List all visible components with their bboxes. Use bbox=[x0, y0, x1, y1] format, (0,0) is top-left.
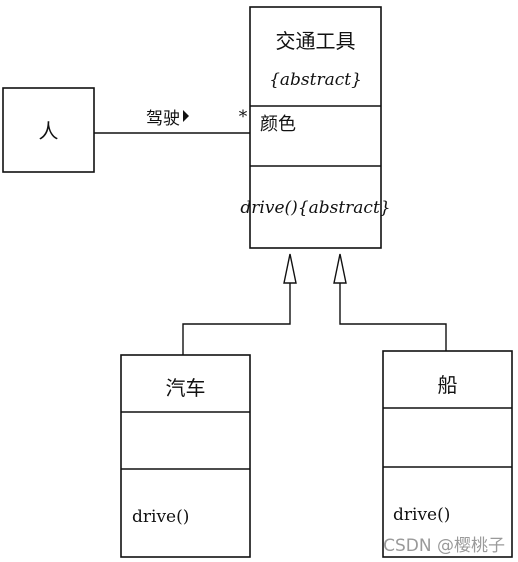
vehicle-operation: drive(){abstract} bbox=[240, 198, 390, 218]
direction-arrow-icon bbox=[183, 110, 189, 122]
car-box bbox=[120, 354, 251, 558]
inheritance-arrow-icon bbox=[333, 253, 347, 284]
person-name: 人 bbox=[39, 119, 59, 143]
ship-name: 船 bbox=[438, 373, 458, 397]
association-drive: 驾驶 * bbox=[94, 107, 250, 134]
ship-inheritance-line bbox=[339, 283, 447, 351]
ship-box bbox=[382, 350, 513, 558]
car-operation: drive() bbox=[132, 507, 189, 527]
ship-class: 船 drive() bbox=[382, 350, 513, 558]
ship-operation: drive() bbox=[393, 505, 450, 525]
vehicle-name: 交通工具 bbox=[276, 29, 356, 53]
multiplicity-label: * bbox=[239, 107, 248, 127]
person-class: 人 bbox=[2, 87, 95, 173]
vehicle-stereotype: {abstract} bbox=[269, 70, 362, 90]
vehicle-attribute: 颜色 bbox=[260, 114, 296, 135]
generalization-car bbox=[182, 253, 297, 355]
car-class: 汽车 drive() bbox=[120, 354, 251, 558]
car-name: 汽车 bbox=[166, 376, 206, 400]
vehicle-class: 交通工具 {abstract} 颜色 drive(){abstract} bbox=[240, 6, 391, 249]
watermark: CSDN @樱桃子 bbox=[383, 536, 505, 556]
generalization-ship bbox=[333, 253, 447, 351]
person-box bbox=[2, 87, 95, 173]
vehicle-box bbox=[249, 6, 382, 249]
association-label: 驾驶 bbox=[146, 109, 180, 129]
inheritance-arrow-icon bbox=[283, 253, 297, 284]
car-inheritance-line bbox=[182, 283, 291, 355]
